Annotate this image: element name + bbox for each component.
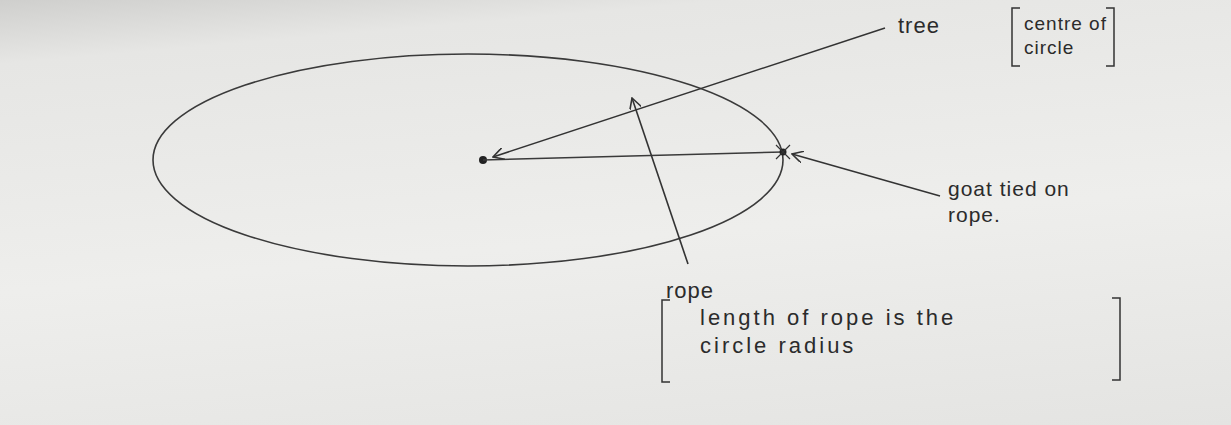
bracket	[662, 300, 670, 382]
goat-mark	[776, 145, 790, 159]
grazing-circle	[153, 54, 783, 266]
leader-line	[632, 98, 688, 264]
callout-label: tree	[898, 12, 998, 40]
callout-label: goat tied on rope.	[948, 176, 1108, 229]
callout-label: centre of circle	[1024, 12, 1112, 60]
bracket	[1112, 298, 1120, 380]
bracket	[1012, 8, 1020, 66]
callout-label: rope	[666, 277, 746, 305]
leader-line	[792, 154, 940, 196]
leader-line	[493, 28, 885, 157]
rope-line	[483, 152, 783, 160]
callout-label: length of rope is the circle radius	[700, 304, 1030, 359]
bracket	[1106, 8, 1114, 66]
